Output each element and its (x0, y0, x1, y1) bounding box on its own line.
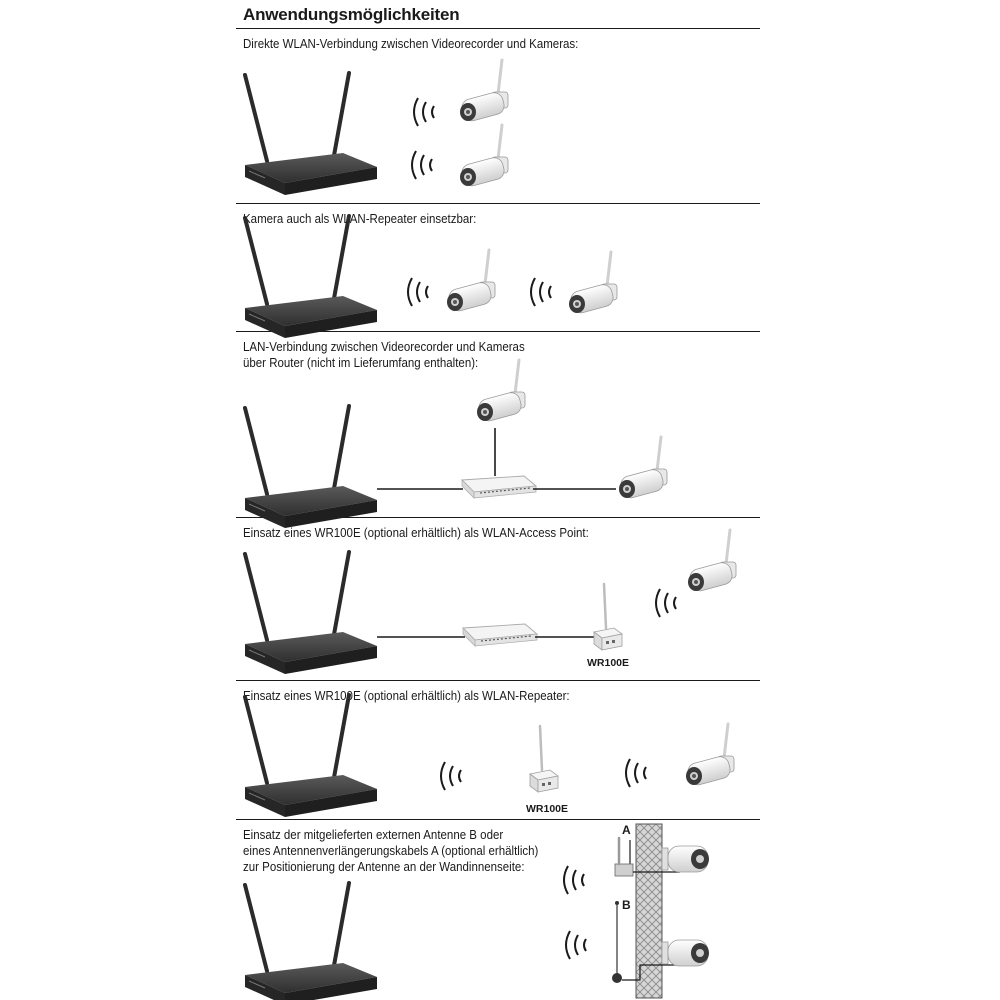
antenna-label-b: B (622, 898, 631, 912)
divider (236, 203, 760, 204)
wifi-waves-icon (565, 930, 587, 960)
wifi-waves-icon (530, 277, 552, 307)
camera (661, 845, 709, 873)
divider (236, 517, 760, 518)
divider (236, 680, 760, 681)
divider (236, 819, 760, 820)
camera (617, 435, 669, 502)
camera (475, 358, 527, 425)
wr100e-label-repeater: WR100E (526, 803, 569, 815)
video-recorder (243, 693, 379, 819)
wifi-waves-icon (440, 761, 462, 791)
antenna-bracket (614, 863, 634, 877)
section-6-caption-line-3: zur Positionierung der Antenne an der Wa… (243, 860, 525, 874)
section-3-caption-line-1: LAN-Verbindung zwischen Videorecorder un… (243, 340, 525, 354)
section-6-caption-line-1: Einsatz der mitgelieferten externen Ante… (243, 828, 504, 842)
camera (445, 248, 497, 315)
section-4-caption: Einsatz eines WR100E (optional erhältlic… (243, 526, 589, 540)
router (461, 475, 537, 499)
divider (236, 331, 760, 332)
wr100e-access-point (592, 582, 624, 652)
camera (684, 722, 736, 789)
section-3-caption-line-2: über Router (nicht im Lieferumfang entha… (243, 356, 479, 370)
wifi-waves-icon (625, 758, 647, 788)
video-recorder (243, 404, 379, 530)
video-recorder (243, 214, 379, 340)
camera (661, 939, 709, 967)
wifi-waves-icon (563, 865, 585, 895)
wr100e-repeater (528, 724, 560, 794)
wifi-waves-icon (413, 97, 435, 127)
section-2-caption: Kamera auch als WLAN-Repeater einsetzbar… (243, 212, 477, 226)
camera (458, 123, 510, 190)
camera (458, 58, 510, 125)
video-recorder (243, 71, 379, 197)
section-5-caption: Einsatz eines WR100E (optional erhältlic… (243, 689, 570, 703)
page-title: Anwendungsmöglichkeiten (243, 5, 460, 24)
cable-label-a: A (622, 823, 631, 837)
section-1-caption: Direkte WLAN-Verbindung zwischen Videore… (243, 37, 579, 51)
divider (236, 28, 760, 29)
wifi-waves-icon (407, 277, 429, 307)
wifi-waves-icon (655, 588, 677, 618)
video-recorder (243, 881, 379, 1000)
video-recorder (243, 550, 379, 676)
wr100e-label-ap: WR100E (587, 657, 630, 669)
wifi-waves-icon (411, 150, 433, 180)
router (462, 623, 538, 647)
section-6-caption-line-2: eines Antennenverlängerungskabels A (opt… (243, 844, 539, 858)
camera (686, 528, 738, 595)
camera (567, 250, 619, 317)
